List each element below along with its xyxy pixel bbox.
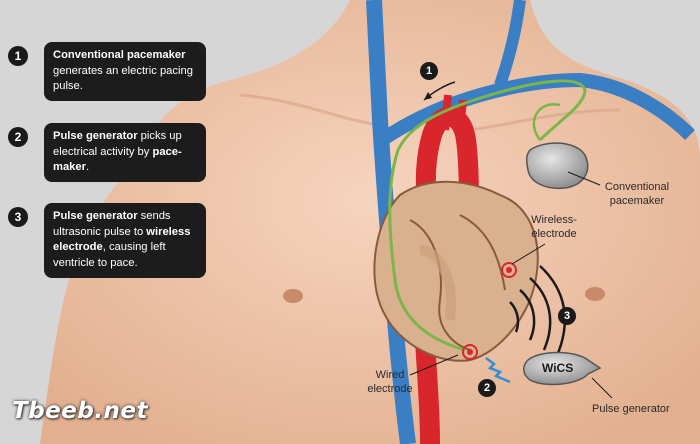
badge-1: 1 [420, 62, 438, 80]
right-nipple [585, 287, 605, 301]
pulse-generator-device-icon [523, 351, 602, 386]
step-3: 3 Pulse generator sends ultrasonic pulse… [8, 203, 206, 278]
leader-wired [409, 354, 459, 376]
step-2-number: 2 [8, 127, 28, 147]
pacemaker-lead [388, 79, 587, 352]
label-wireless-electrode: Wireless-electrode [531, 214, 577, 241]
step-2-part-2: picks up electrical activity by [53, 130, 182, 158]
step-1-part-2: generates an electric pacing pulse. [53, 64, 193, 93]
step-2-text: Pulse generator picks up electrical acti… [44, 123, 206, 183]
step-2-part-4: . [85, 161, 90, 174]
step-3-part-4: , causing left ventricle to pace. [53, 241, 166, 270]
lightning-zigzag-icon [485, 357, 511, 384]
step-2: 2 Pulse generator picks up electrical ac… [8, 123, 206, 183]
badge-2: 2 [478, 379, 496, 397]
heart [373, 180, 539, 362]
leader-pulse-generator [591, 377, 613, 399]
watermark-logo: Tbeeb.net [12, 398, 149, 424]
label-wired-electrode: Wired electrode [367, 369, 413, 396]
step-3-part-3: wireless electrode [53, 225, 191, 254]
torso [40, 0, 700, 444]
pacemaker-device-icon [525, 142, 589, 190]
step-3-text: Pulse generator sends ultrasonic pulse t… [44, 203, 206, 278]
leader-conventional [567, 171, 601, 186]
badge-3: 3 [558, 307, 576, 325]
step-1: 1 Conventional pacemaker generates an el… [8, 42, 206, 102]
left-nipple [283, 289, 303, 303]
pulse-generator-brand: WiCS [542, 361, 574, 375]
label-pulse-generator: Pulse generator [592, 403, 670, 415]
step-1-part-1: Conventional pacemaker [53, 49, 186, 61]
step-1-number: 1 [8, 46, 28, 66]
step-2-part-1: Pulse generator [53, 130, 138, 142]
wired-electrode-target-icon [462, 344, 478, 360]
subclavian-vein [378, 72, 695, 146]
step-3-part-2: sends ultrasonic pulse to [53, 210, 171, 238]
electrode-target-icon [501, 262, 517, 278]
leader-wireless [511, 243, 546, 265]
step-2-part-3: pace-maker [53, 145, 182, 174]
label-conventional-pacemaker: Conventional pacemaker [604, 181, 670, 208]
step-3-part-1: Pulse generator [53, 210, 138, 222]
step-3-number: 3 [8, 207, 28, 227]
step-1-text: Conventional pacemaker generates an elec… [44, 42, 206, 102]
